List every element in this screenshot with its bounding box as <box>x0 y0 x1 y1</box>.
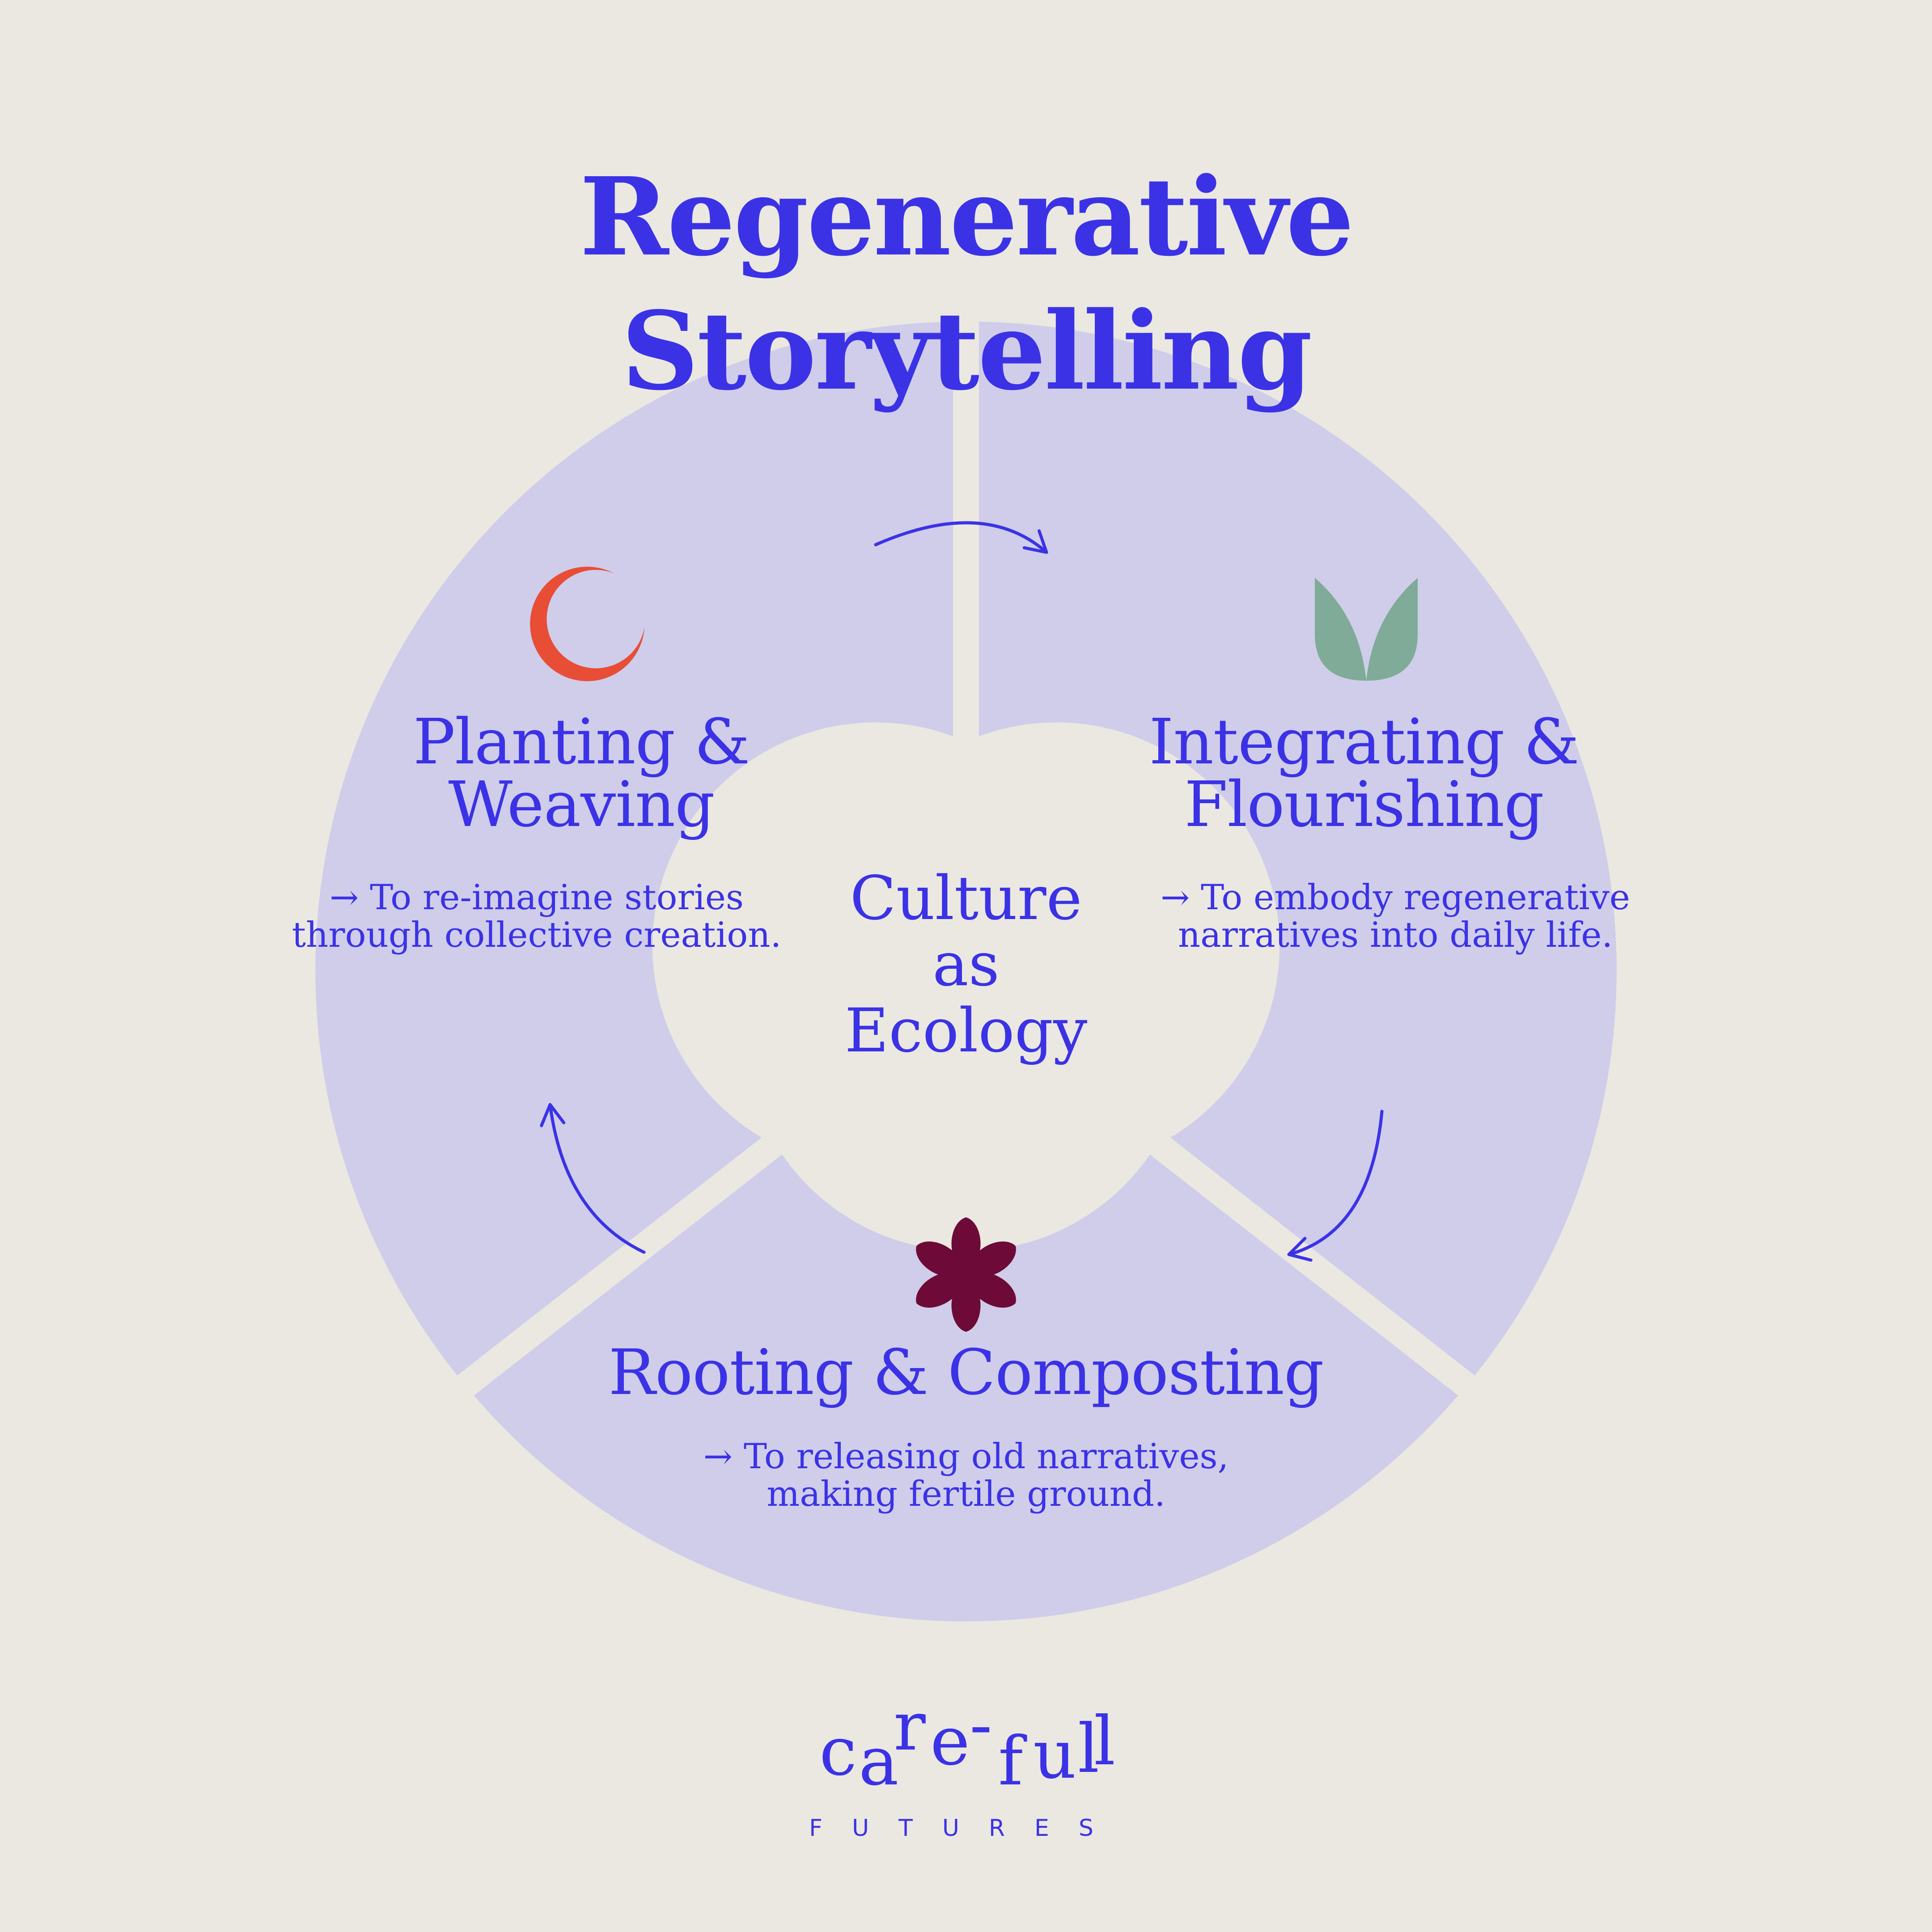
stage-title-integrating-flourishing: Integrating & Flourishing <box>1118 711 1610 836</box>
segment-integrating-flourishing <box>953 295 1643 1407</box>
logo-wordmark: c a r e - f u l l <box>819 1686 1115 1801</box>
arrow-top <box>874 521 1048 554</box>
logo-letter: l <box>1078 1710 1099 1788</box>
logo-letter: l <box>1094 1703 1115 1780</box>
hub-line: Culture <box>850 863 1082 933</box>
description-line: → To releasing old narratives, <box>703 1436 1229 1477</box>
logo-letter: r <box>894 1688 926 1766</box>
description-line: through collective creation. <box>292 915 782 955</box>
description-line: → To embody regenerative <box>1161 877 1630 918</box>
hub-line: as <box>932 929 1000 1000</box>
logo-letter: - <box>970 1686 992 1764</box>
flower-icon <box>916 1217 1016 1332</box>
crescent-icon <box>530 567 644 682</box>
stage-title-line: Weaving <box>448 768 715 841</box>
hub-line: Ecology <box>844 996 1088 1066</box>
stage-title-line: Flourishing <box>1184 768 1544 841</box>
logo-subtitle: FUTURES <box>809 1815 1123 1842</box>
stage-title-line: Integrating & <box>1149 706 1580 779</box>
arrow-right <box>1287 1110 1384 1262</box>
logo-letter: u <box>1033 1716 1076 1794</box>
logo-letter: f <box>998 1723 1027 1801</box>
stage-title-line: Rooting & Composting <box>608 1336 1324 1409</box>
logo-letter: c <box>819 1713 857 1791</box>
stage-title-line: Planting & <box>413 706 750 779</box>
segment-rooting-composting <box>442 1123 1490 1648</box>
page-title: Regenerative Storytelling <box>580 154 1354 414</box>
leaf-sprout-icon <box>1315 578 1418 681</box>
description-line: narratives into daily life. <box>1178 915 1613 955</box>
stage-description-integrating-flourishing: → To embody regenerative narratives into… <box>1127 879 1664 954</box>
stage-title-planting-weaving: Planting & Weaving <box>358 711 805 836</box>
stage-description-rooting-composting: → To releasing old narratives, making fe… <box>675 1438 1257 1513</box>
stage-title-rooting-composting: Rooting & Composting <box>608 1342 1324 1404</box>
segment-planting-weaving <box>289 295 979 1407</box>
description-line: → To re-imagine stories <box>330 877 744 918</box>
logo-letter: e <box>930 1703 970 1780</box>
stage-description-planting-weaving: → To re-imagine stories through collecti… <box>291 879 783 954</box>
logo-letter: a <box>859 1723 898 1801</box>
description-line: making fertile ground. <box>767 1474 1165 1514</box>
cycle-ring <box>289 295 1643 1648</box>
center-hub-label: Culture as Ecology <box>809 865 1123 1064</box>
arrow-left <box>540 1103 646 1254</box>
cycle-arrows <box>540 521 1384 1262</box>
